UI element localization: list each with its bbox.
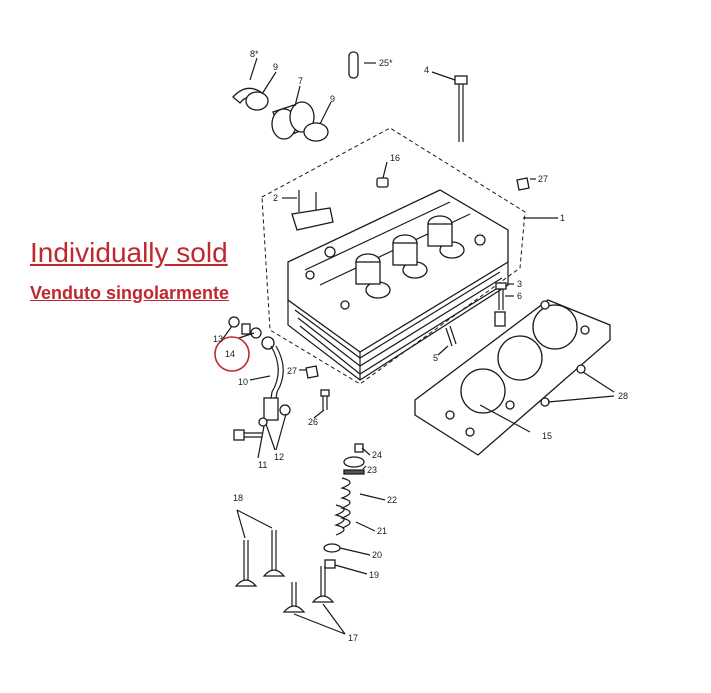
callout-5: 5 bbox=[433, 353, 438, 363]
callout-20: 20 bbox=[372, 550, 382, 560]
callout-labels: 8* 9 7 9 25* 4 16 27 2 1 3 6 5 13 14 10 … bbox=[213, 49, 628, 643]
callout-9a: 9 bbox=[273, 62, 278, 72]
leader-lines bbox=[221, 57, 615, 635]
head-gasket bbox=[414, 299, 611, 456]
callout-22: 22 bbox=[387, 495, 397, 505]
callout-17: 17 bbox=[348, 633, 358, 643]
callout-13: 13 bbox=[213, 334, 223, 344]
bolt-28a bbox=[576, 364, 586, 374]
cylinder-head bbox=[287, 189, 509, 381]
callout-27a: 27 bbox=[538, 174, 548, 184]
oil-pipe-assembly bbox=[228, 316, 291, 441]
callout-10: 10 bbox=[238, 377, 248, 387]
callout-28: 28 bbox=[618, 391, 628, 401]
callout-9b: 9 bbox=[330, 94, 335, 104]
highlight-circle-14 bbox=[214, 336, 250, 372]
plug-27-lower bbox=[305, 365, 319, 379]
dowel-25 bbox=[348, 51, 359, 79]
callout-16: 16 bbox=[390, 153, 400, 163]
note-individually-sold: Individually sold bbox=[30, 237, 228, 268]
plug-16 bbox=[376, 177, 389, 188]
callout-21: 21 bbox=[377, 526, 387, 536]
callout-15: 15 bbox=[542, 431, 552, 441]
bracket-2 bbox=[291, 190, 334, 231]
intake-parts bbox=[232, 87, 329, 142]
plug-27-upper bbox=[516, 177, 530, 191]
callout-7: 7 bbox=[298, 76, 303, 86]
callout-4: 4 bbox=[424, 65, 429, 75]
callout-26: 26 bbox=[308, 417, 318, 427]
callout-2: 2 bbox=[273, 193, 278, 203]
note-venduto-singolarmente: Venduto singolarmente bbox=[30, 283, 230, 303]
callout-23: 23 bbox=[367, 465, 377, 475]
head-outline-box bbox=[261, 127, 526, 385]
valves bbox=[234, 530, 335, 613]
callout-3: 3 bbox=[517, 279, 522, 289]
bolt-4 bbox=[454, 75, 468, 142]
callout-24: 24 bbox=[372, 450, 382, 460]
screw-26 bbox=[320, 389, 330, 410]
callout-18: 18 bbox=[233, 493, 243, 503]
valve-train-stack bbox=[323, 443, 365, 569]
callout-1: 1 bbox=[560, 213, 565, 223]
callout-25: 25* bbox=[379, 58, 393, 68]
callout-12: 12 bbox=[274, 452, 284, 462]
callout-6: 6 bbox=[517, 291, 522, 301]
bolt-28b bbox=[540, 397, 550, 407]
callout-8: 8* bbox=[250, 49, 259, 59]
callout-11: 11 bbox=[258, 460, 267, 470]
callout-27b: 27 bbox=[287, 366, 297, 376]
callout-14: 14 bbox=[225, 349, 235, 359]
studs bbox=[445, 282, 507, 347]
callout-19: 19 bbox=[369, 570, 379, 580]
